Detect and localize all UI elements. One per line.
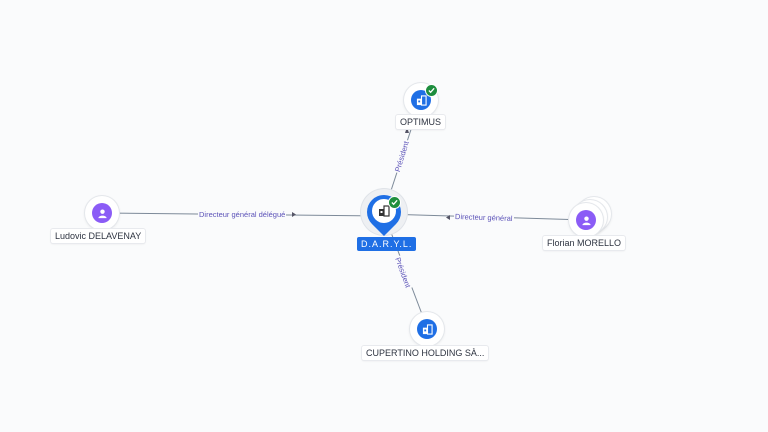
node-label-daryl: D.A.R.Y.L. (357, 237, 417, 251)
node-label-cupertino: CUPERTINO HOLDING SÀ... (362, 346, 489, 360)
arrow-florian (446, 215, 450, 220)
verified-check-icon (388, 196, 401, 209)
node-label-optimus: OPTIMUS (396, 115, 446, 129)
node-label-florian: Florian MORELLO (543, 236, 626, 250)
edge-label-ludovic: Directeur général délégué (198, 210, 287, 219)
arrow-optimus (405, 127, 409, 133)
person-icon (92, 203, 112, 223)
verified-check-icon (425, 84, 438, 97)
company-building-icon (417, 319, 437, 339)
node-label-ludovic: Ludovic DELAVENAY (51, 229, 146, 243)
person-icon (576, 210, 596, 230)
arrow-ludovic (292, 212, 296, 217)
